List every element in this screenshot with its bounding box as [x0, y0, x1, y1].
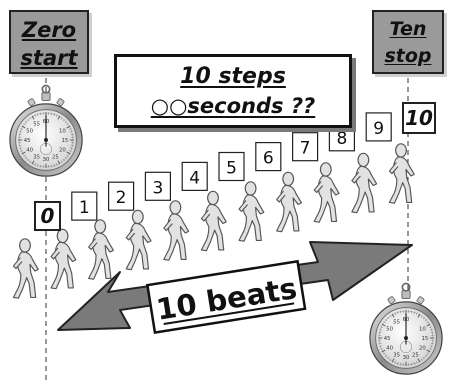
step-number-label: 3 [152, 178, 163, 198]
step-number-box: 0 [34, 201, 61, 231]
zero-start-line2: start [20, 46, 78, 70]
step-number-box: 5 [218, 151, 245, 182]
start-stopwatch-icon [9, 84, 83, 177]
walking-figure-icon [200, 190, 227, 252]
ten-stop-line1: Ten [389, 18, 427, 40]
step-number-box: 6 [255, 142, 282, 172]
step-number-box: 3 [144, 171, 171, 201]
title-line2: ○○seconds ?? [150, 94, 316, 118]
step-number-label: 0 [41, 204, 55, 228]
zero-start-line1: Zero [21, 18, 77, 42]
step-number-label: 6 [263, 149, 274, 169]
stop-stopwatch-icon [369, 282, 443, 375]
step-number-box: 7 [292, 132, 319, 162]
step-number-box: 1 [71, 191, 98, 221]
step-number-label: 10 [405, 106, 433, 130]
walking-figure-icon [50, 228, 77, 290]
step-number-label: 9 [373, 119, 384, 139]
walking-figure-icon [313, 162, 340, 223]
step-number-label: 5 [226, 159, 237, 179]
step-number-label: 7 [300, 139, 311, 159]
walking-figure-icon [238, 181, 265, 242]
zero-start-label: Zero start [9, 10, 89, 74]
step-number-label: 1 [79, 198, 90, 218]
walking-figure-icon [351, 152, 378, 214]
title-box: 10 steps ○○seconds ?? [114, 54, 352, 128]
ten-stop-line2: stop [384, 45, 432, 67]
step-number-label: 4 [189, 168, 200, 188]
title-line1: 10 steps [180, 64, 286, 89]
step-number-boxes: 0 1 2 3 4 5 6 7 8 9 10 [34, 102, 436, 231]
ten-beats-label-box [145, 259, 307, 334]
step-number-label: 8 [336, 129, 347, 149]
walking-figure-icon [388, 143, 415, 204]
walking-figure-icon [163, 200, 190, 261]
walking-figure-icon [125, 209, 152, 271]
step-number-box: 10 [402, 102, 436, 134]
step-number-label: 2 [116, 188, 127, 208]
walking-figure-icon [12, 238, 39, 299]
walking-figure-icon [88, 219, 114, 280]
walking-figure-icon [276, 171, 302, 233]
step-number-box: 4 [181, 161, 208, 191]
ten-beats-arrow: 10 beats [57, 241, 413, 334]
ten-stop-label: Ten stop [372, 10, 444, 74]
step-number-box: 9 [365, 112, 392, 142]
step-number-box: 2 [107, 181, 135, 211]
